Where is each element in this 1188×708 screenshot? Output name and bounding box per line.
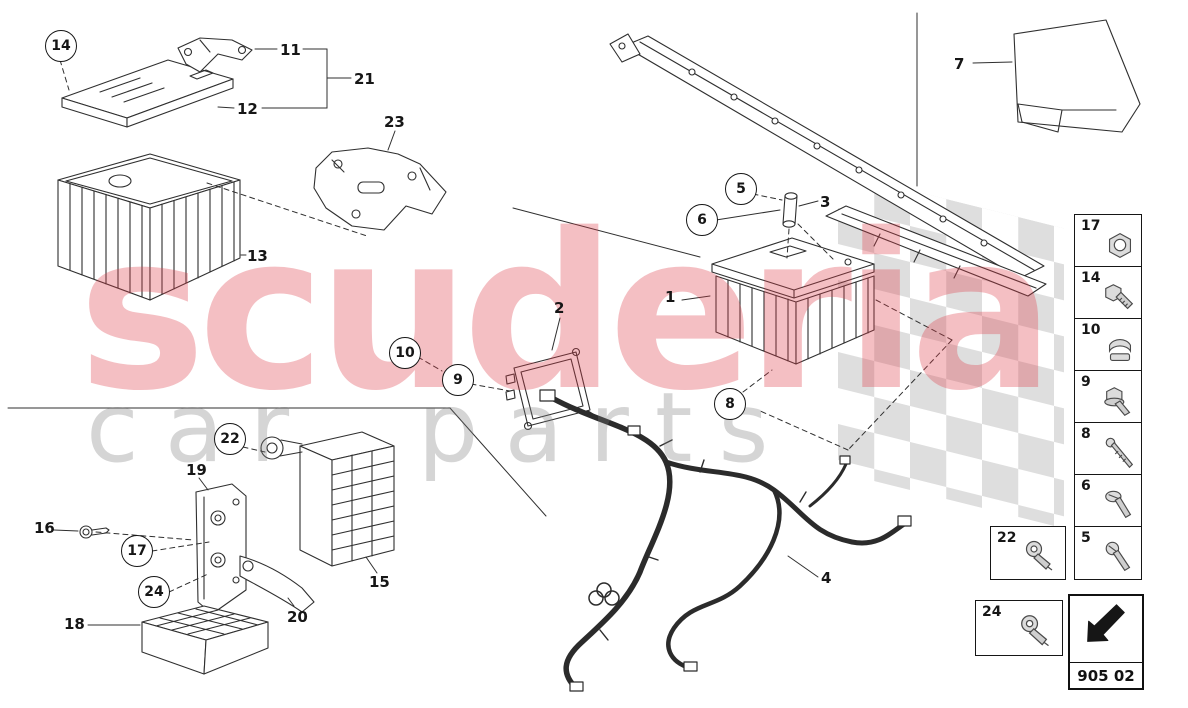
page-code: 905 02 [1070,662,1142,685]
frame-rail [609,33,1047,297]
mounting-plate-part19 [195,483,247,615]
callout-circle-8: 8 [714,388,746,420]
support-arm-part20 [239,555,315,613]
callout-20: 20 [287,608,308,626]
callout-label: 5 [736,181,746,197]
callout-circle-17: 17 [121,535,153,567]
callout-label: 8 [725,396,735,412]
stud-icon [1105,437,1134,469]
legend-item-5: 5 [1074,526,1142,580]
callout-2: 2 [554,299,565,317]
callout-label: 10 [395,345,415,361]
leader-lines [53,48,1013,626]
callout-circle-9: 9 [442,364,474,396]
callout-15: 15 [369,573,390,591]
hex-nut-icon [1108,233,1132,259]
callout-18: 18 [64,615,85,633]
dashed-leader-lines [59,59,953,593]
callout-7: 7 [954,55,965,73]
legend-item-9: 9 [1074,370,1142,424]
wiring-harness-part4 [539,389,912,692]
page-code-box: 905 02 [1068,594,1144,690]
callout-23: 23 [384,113,405,131]
legend-item-22: 22 [990,526,1066,580]
callout-12: 12 [237,100,258,118]
fuse-box-housing-part13 [57,153,241,301]
legend-item-10: 10 [1074,318,1142,372]
callout-circle-14: 14 [45,30,77,62]
insulation-mat-part7 [1013,19,1141,133]
legend-num: 14 [1081,270,1101,286]
callout-21: 21 [354,70,375,88]
callout-label: 17 [127,543,147,559]
fuse-box-cover-part12 [61,59,234,128]
flange-bolt-icon [1104,387,1131,417]
callout-label: 24 [144,584,164,600]
legend-num: 10 [1081,322,1101,338]
screw-part16 [79,525,110,539]
legend-num: 6 [1081,478,1091,494]
callout-11: 11 [280,41,301,59]
legend-num: 9 [1081,374,1091,390]
legend-num: 17 [1081,218,1101,234]
callout-13: 13 [247,247,268,265]
fuse-carrier-part15 [260,431,395,567]
callout-16: 16 [34,519,55,537]
callout-19: 19 [186,461,207,479]
control-module-part2 [505,347,591,431]
callout-circle-5: 5 [725,173,757,205]
callout-4: 4 [821,569,832,587]
callout-label: 22 [220,431,240,447]
flat-screw-icon [1105,490,1132,519]
legend-item-24: 24 [975,600,1063,656]
legend-num: 24 [982,604,1002,620]
ring-terminal-icon [1021,615,1049,647]
section-divider-lines [7,12,918,517]
retaining-bracket-part11 [177,37,253,73]
callout-1: 1 [665,288,676,306]
callout-circle-10: 10 [389,337,421,369]
callout-circle-22: 22 [214,423,246,455]
legend-item-6: 6 [1074,474,1142,528]
pan-screw-icon [1105,541,1131,572]
direction-arrow-icon [1087,604,1125,642]
ring-terminal-icon [1025,540,1053,571]
locating-pin-part3 [782,192,798,228]
clip-nut-icon [1108,338,1132,362]
callout-label: 6 [697,212,707,228]
carrier-bracket-part23 [313,147,447,231]
legend-item-8: 8 [1074,422,1142,476]
callout-label: 9 [453,372,463,388]
battery-tray-part18 [141,605,269,675]
hex-bolt-icon [1105,284,1134,310]
legend-item-14: 14 [1074,266,1142,320]
fuse-box-part1 [711,237,875,365]
callout-circle-6: 6 [686,204,718,236]
legend-num: 5 [1081,530,1091,546]
legend-item-17: 17 [1074,214,1142,268]
callout-label: 14 [51,38,71,54]
callout-3: 3 [820,193,831,211]
legend-num: 22 [997,530,1017,546]
legend-num: 8 [1081,426,1091,442]
callout-circle-24: 24 [138,576,170,608]
